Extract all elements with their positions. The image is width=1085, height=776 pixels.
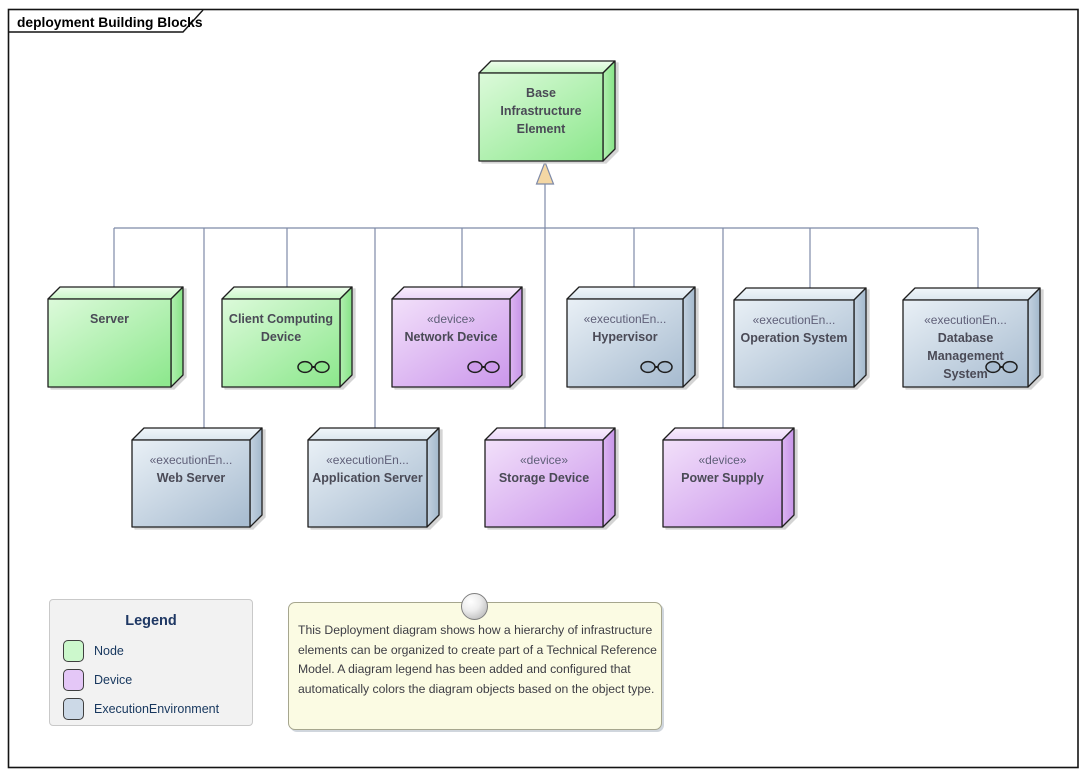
legend-swatch-execution-environment [63,697,84,720]
node-label: «executionEn... Hypervisor [567,299,683,387]
composite-diagram-link-icon [297,360,330,374]
node-box-shape [131,427,263,528]
node-application-server[interactable]: «executionEn... Application Server [307,427,443,531]
node-name: System [943,367,988,381]
legend-label: Device [94,672,133,687]
node-name: Web Server [156,471,226,485]
node-name: Infrastructure [500,104,582,118]
node-box-shape [484,427,616,528]
note-text: This Deployment diagram shows how a hier… [298,621,661,699]
frame-border [7,8,1079,769]
node-name: Storage Device [498,471,590,485]
node-stereotype: «device» [426,312,476,326]
node-name: Client Computing [228,312,334,326]
node-name: Base [526,86,556,100]
composite-diagram-link-icon [467,360,500,374]
note-line: automatically colors the diagram objects… [298,681,655,696]
node-name: Database [937,331,994,345]
node-network-device[interactable]: «device» Network Device [391,286,526,391]
node-label: «device» Storage Device [485,440,603,527]
legend-item-device: Device [63,668,252,691]
node-stereotype: «device» [698,453,747,467]
node-stereotype: «executionEn... [752,313,836,327]
node-stereotype: «device» [519,453,569,467]
note-line: This Deployment diagram shows how a hier… [298,623,653,637]
note-line: Model. A diagram legend has been added a… [298,662,631,676]
diagram-title: deployment Building Blocks [17,15,203,30]
node-name: Application Server [312,471,423,485]
node-box-shape [47,286,184,388]
legend-label: ExecutionEnvironment [94,701,220,716]
node-label: «device» Power Supply [663,440,782,527]
node-name: Element [516,122,566,136]
node-operation-system[interactable]: «executionEn... Operation System [733,287,870,391]
node-hypervisor[interactable]: «executionEn... Hypervisor [566,286,699,391]
node-stereotype: «executionEn... [583,312,667,326]
node-name: Power Supply [681,471,764,485]
legend-item-node: Node [63,639,252,662]
node-label: «executionEn... Operation System [734,300,854,387]
node-server[interactable]: Server [47,286,187,391]
note-line: elements can be organized to create part… [298,642,657,657]
node-storage-device[interactable]: «device» Storage Device [484,427,619,531]
node-name: Operation System [740,331,848,345]
node-box-shape [662,427,795,528]
node-label: «device» Network Device [392,299,510,387]
legend-swatch-device [63,668,84,691]
node-power-supply[interactable]: «device» Power Supply [662,427,798,531]
composite-diagram-link-icon [985,360,1018,374]
legend-item-execution-environment: ExecutionEnvironment [63,697,252,720]
node-box-shape [307,427,440,528]
node-name: Device [260,330,302,344]
node-label: Server [48,299,171,387]
title-tab-outline [8,9,204,33]
node-stereotype: «executionEn... [924,313,1007,327]
legend-swatch-node [63,639,84,662]
node-label: «executionEn... Web Server [132,440,250,527]
diagram-note[interactable]: This Deployment diagram shows how a hier… [288,593,662,730]
note-anchor-icon [461,593,488,620]
composite-diagram-link-icon [640,360,673,374]
generalization-arrowhead-icon [535,160,555,185]
node-stereotype: «executionEn... [149,453,233,467]
legend-title: Legend [125,613,177,629]
node-stereotype: «executionEn... [326,453,409,467]
legend-label: Node [94,643,124,658]
node-name: Hypervisor [592,330,658,344]
node-box-shape [733,287,867,388]
node-name: Management [927,349,1004,363]
node-name: Network Device [404,330,498,344]
node-box-shape [391,286,523,388]
node-web-server[interactable]: «executionEn... Web Server [131,427,266,531]
diagram-legend[interactable]: Legend Node Device ExecutionEnvironment [49,599,253,726]
node-name: Server [90,312,129,326]
node-label: «executionEn... Application Server [308,440,427,527]
node-box-shape [478,60,616,162]
